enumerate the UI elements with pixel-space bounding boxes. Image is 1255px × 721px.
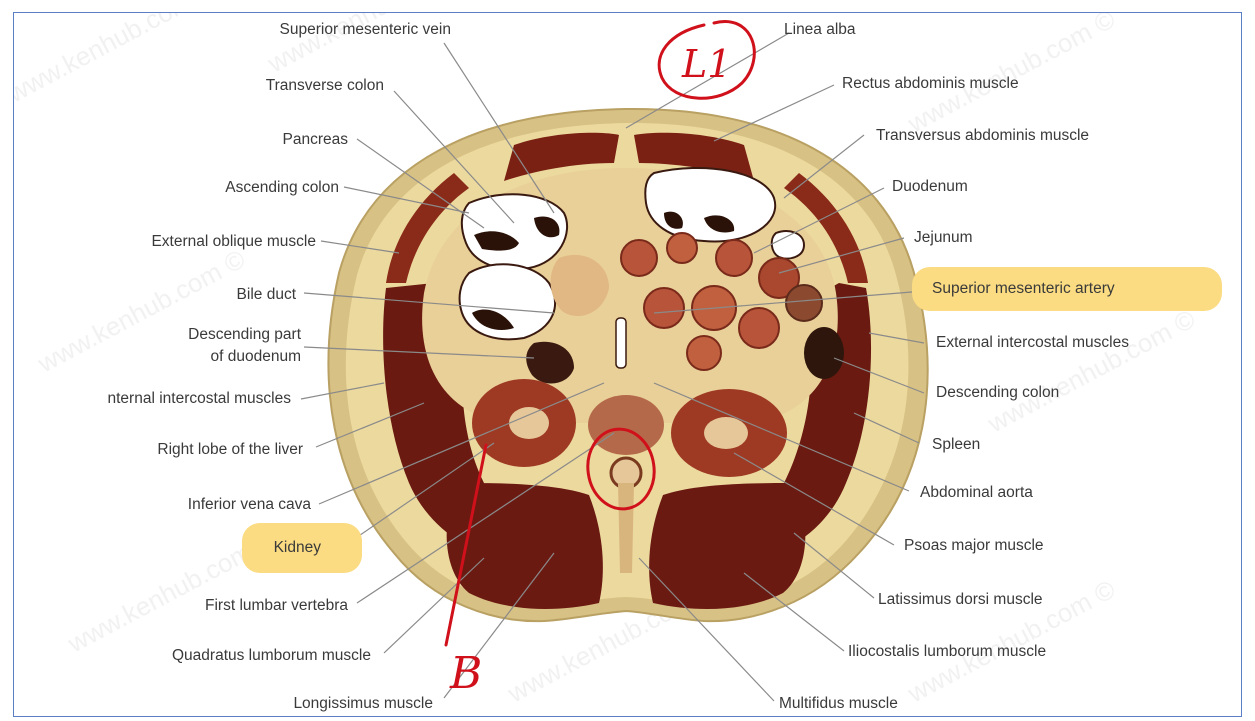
label-ascending-colon: Ascending colon: [225, 179, 339, 197]
label-transverse-colon: Transverse colon: [266, 77, 384, 95]
spinous-process: [618, 483, 634, 573]
label-rectus-abdominis: Rectus abdominis muscle: [842, 75, 1019, 93]
transverse-colon-lumen: [645, 168, 775, 241]
label-kidney: Kidney: [274, 539, 321, 557]
label-bile-duct: Bile duct: [237, 286, 296, 304]
bowel-loop: [716, 240, 752, 276]
watermark-text: www.kenhub.com ©: [982, 304, 1200, 439]
label-latissimus-dorsi: Latissimus dorsi muscle: [878, 591, 1043, 609]
label-descending-part: Descending part: [188, 326, 301, 344]
back-muscles-left: [649, 483, 805, 609]
watermark-text: www.kenhub.com ©: [14, 13, 220, 109]
bowel-loop: [687, 336, 721, 370]
descending-colon: [804, 327, 844, 379]
label-inferior-vena-cava: Inferior vena cava: [188, 496, 311, 514]
label-of-duodenum: of duodenum: [211, 348, 302, 366]
label-superior-mesenteric-vein: Superior mesenteric vein: [280, 21, 451, 39]
back-muscles-right: [447, 483, 603, 609]
label-jejunum: Jejunum: [914, 229, 973, 247]
label-superior-mesenteric-artery: Superior mesenteric artery: [932, 280, 1115, 298]
label-pancreas: Pancreas: [283, 131, 348, 149]
label-spleen: Spleen: [932, 436, 980, 454]
label-longissimus: Longissimus muscle: [293, 695, 433, 713]
label-linea-alba: Linea alba: [784, 21, 856, 39]
bowel-loop: [667, 233, 697, 263]
bowel-lumen: [772, 231, 804, 258]
bowel-loop: [739, 308, 779, 348]
vertebral-body: [588, 395, 664, 455]
label-quadratus-lumborum: Quadratus lumborum muscle: [172, 647, 371, 665]
cross-section-diagram: www.kenhub.com © www.kenhub.com © www.ke…: [14, 13, 1242, 717]
label-external-intercostal: External intercostal muscles: [936, 334, 1129, 352]
label-descending-colon: Descending colon: [936, 384, 1059, 402]
label-abdominal-aorta: Abdominal aorta: [920, 484, 1033, 502]
level-label: L1: [681, 42, 731, 86]
label-right-lobe-liver: Right lobe of the liver: [157, 441, 303, 459]
right-kidney-hilum: [509, 407, 549, 439]
label-duodenum: Duodenum: [892, 178, 968, 196]
label-psoas-major: Psoas major muscle: [904, 537, 1044, 555]
mark-label: B: [449, 648, 482, 699]
bowel-loop: [644, 288, 684, 328]
label-transversus-abdominis: Transversus abdominis muscle: [876, 127, 1089, 145]
bowel-loop: [786, 285, 822, 321]
left-kidney-hilum: [704, 417, 748, 449]
label-internal-intercostal: nternal intercostal muscles: [108, 390, 292, 408]
figure-frame: www.kenhub.com © www.kenhub.com © www.ke…: [13, 12, 1242, 717]
label-external-oblique: External oblique muscle: [151, 233, 316, 251]
abdomen-cross-section: [328, 109, 927, 621]
label-multifidus: Multifidus muscle: [779, 695, 898, 713]
bowel-loop: [621, 240, 657, 276]
label-first-lumbar-vertebra: First lumbar vertebra: [205, 597, 348, 615]
label-iliocostalis-lumborum: Iliocostalis lumborum muscle: [848, 643, 1046, 661]
superior-mesenteric-vessel: [616, 318, 626, 368]
